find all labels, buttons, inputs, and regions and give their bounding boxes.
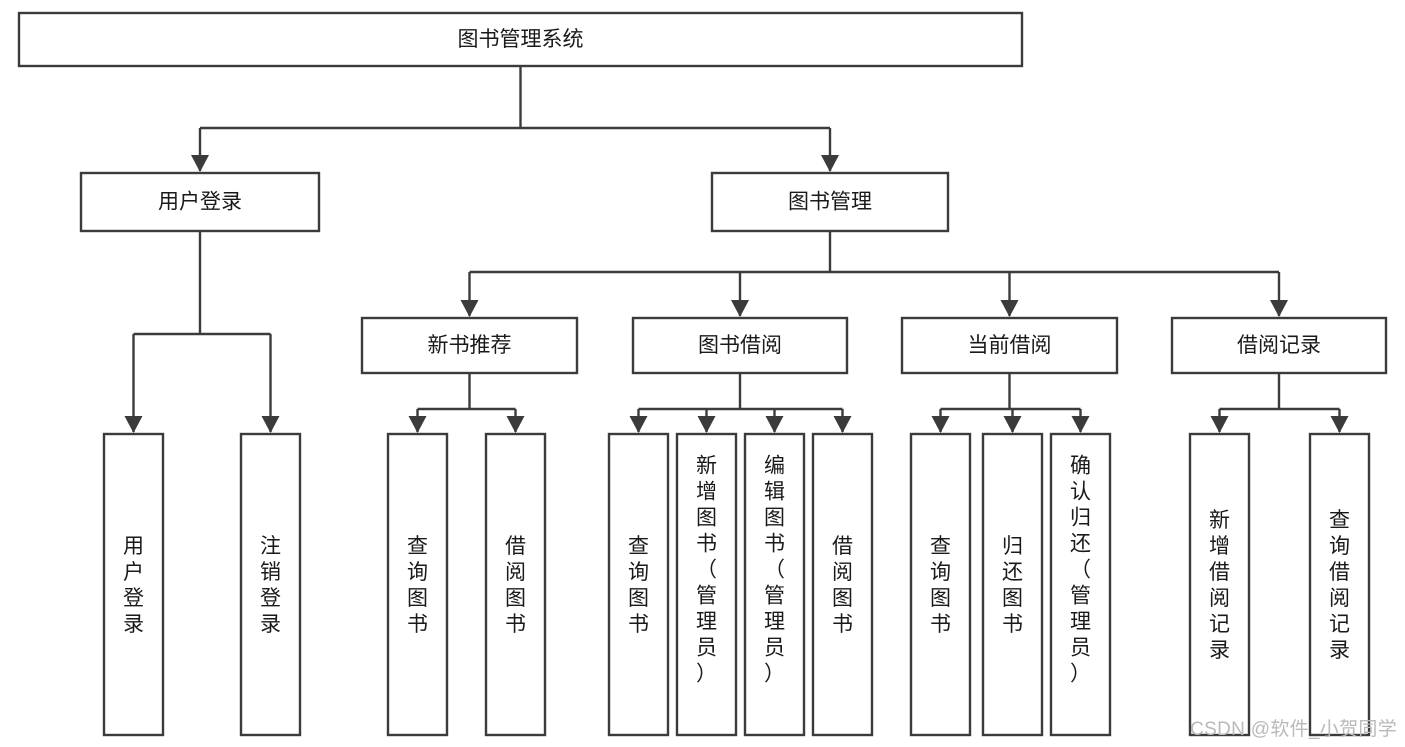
node-label-leaf-borrow-book-2: 借阅图书 [832, 535, 853, 636]
edge-group-book-manage [460, 231, 1288, 317]
node-leaf-query-book-2[interactable]: 查询图书 [607, 432, 670, 737]
node-label-leaf-add-record: 新增借阅记录 [1209, 509, 1230, 662]
node-box-leaf-edit-book [743, 432, 806, 737]
node-label-user-login: 用户登录 [158, 191, 242, 214]
node-box-leaf-query-book-1 [386, 432, 449, 737]
edge-group-root [191, 66, 839, 172]
node-label-leaf-logout: 注销登录 [260, 535, 281, 636]
arrow-head-icon [1003, 416, 1022, 433]
node-label-new-book-rec: 新书推荐 [428, 334, 512, 357]
node-new-book-rec[interactable]: 新书推荐 [360, 316, 579, 375]
watermark-text: CSDN @软件_小贺同学 [1190, 719, 1397, 740]
node-box-user-login [79, 171, 321, 233]
arrow-head-icon [261, 416, 280, 433]
node-box-book-manage [710, 171, 950, 233]
node-borrow-record[interactable]: 借阅记录 [1170, 316, 1388, 375]
arrow-head-icon [1210, 416, 1229, 433]
node-leaf-logout[interactable]: 注销登录 [239, 432, 302, 737]
node-box-current-borrow [900, 316, 1119, 375]
node-box-book-borrow [631, 316, 849, 375]
arrow-head-icon [629, 416, 648, 433]
arrow-head-icon [697, 416, 716, 433]
node-label-leaf-add-book: 新增图书（管理员） [696, 454, 717, 685]
edge-group-new-book-rec [408, 373, 525, 433]
node-leaf-user-login[interactable]: 用户登录 [102, 432, 165, 737]
node-label-leaf-return-book: 归还图书 [1002, 535, 1023, 636]
node-book-manage[interactable]: 图书管理 [710, 171, 950, 233]
arrow-head-icon [408, 416, 427, 433]
arrow-head-icon [731, 300, 749, 317]
node-root[interactable]: 图书管理系统 [17, 11, 1024, 68]
edges-layer [124, 66, 1349, 433]
arrow-head-icon [1270, 300, 1288, 317]
node-leaf-query-book-3[interactable]: 查询图书 [909, 432, 972, 737]
arrow-head-icon [506, 416, 525, 433]
arrow-head-icon [765, 416, 784, 433]
arrow-head-icon [821, 155, 839, 172]
nodes-layer: 图书管理系统用户登录图书管理新书推荐图书借阅当前借阅借阅记录用户登录注销登录查询… [17, 11, 1388, 737]
node-leaf-query-record[interactable]: 查询借阅记录 [1308, 432, 1371, 737]
node-label-leaf-user-login: 用户登录 [123, 535, 144, 636]
node-label-leaf-query-record: 查询借阅记录 [1329, 509, 1350, 662]
node-box-leaf-confirm-return [1049, 432, 1112, 737]
node-book-borrow[interactable]: 图书借阅 [631, 316, 849, 375]
node-label-leaf-confirm-return: 确认归还（管理员） [1070, 454, 1091, 685]
node-box-leaf-query-book-2 [607, 432, 670, 737]
edge-group-user-login [124, 231, 280, 433]
edge-group-borrow-record [1210, 373, 1349, 433]
node-leaf-return-book[interactable]: 归还图书 [981, 432, 1044, 737]
arrow-head-icon [1000, 300, 1019, 317]
node-box-leaf-user-login [102, 432, 165, 737]
node-current-borrow[interactable]: 当前借阅 [900, 316, 1119, 375]
arrow-head-icon [1330, 416, 1349, 433]
node-label-borrow-record: 借阅记录 [1237, 334, 1321, 357]
node-label-root: 图书管理系统 [458, 28, 584, 51]
node-leaf-borrow-book-1[interactable]: 借阅图书 [484, 432, 547, 737]
node-box-leaf-query-book-3 [909, 432, 972, 737]
node-box-leaf-return-book [981, 432, 1044, 737]
node-box-leaf-query-record [1308, 432, 1371, 737]
node-leaf-add-record[interactable]: 新增借阅记录 [1188, 432, 1251, 737]
arrow-head-icon [931, 416, 950, 433]
node-leaf-confirm-return[interactable]: 确认归还（管理员） [1049, 432, 1112, 737]
node-label-book-borrow: 图书借阅 [698, 334, 782, 357]
node-box-leaf-add-record [1188, 432, 1251, 737]
node-leaf-edit-book[interactable]: 编辑图书（管理员） [743, 432, 806, 737]
node-label-current-borrow: 当前借阅 [968, 334, 1052, 357]
node-box-leaf-borrow-book-2 [811, 432, 874, 737]
node-label-leaf-borrow-book-1: 借阅图书 [505, 535, 526, 636]
arrow-head-icon [833, 416, 852, 433]
edge-group-current-borrow [931, 373, 1090, 433]
node-label-leaf-query-book-3: 查询图书 [930, 535, 951, 636]
node-box-leaf-borrow-book-1 [484, 432, 547, 737]
node-box-leaf-logout [239, 432, 302, 737]
node-label-leaf-query-book-1: 查询图书 [407, 535, 428, 636]
node-leaf-borrow-book-2[interactable]: 借阅图书 [811, 432, 874, 737]
node-leaf-query-book-1[interactable]: 查询图书 [386, 432, 449, 737]
node-box-leaf-add-book [675, 432, 738, 737]
node-label-leaf-edit-book: 编辑图书（管理员） [764, 454, 785, 685]
arrow-head-icon [1071, 416, 1090, 433]
node-box-borrow-record [1170, 316, 1388, 375]
node-label-leaf-query-book-2: 查询图书 [628, 535, 649, 636]
edge-group-book-borrow [629, 373, 852, 433]
node-box-new-book-rec [360, 316, 579, 375]
node-user-login[interactable]: 用户登录 [79, 171, 321, 233]
arrow-head-icon [460, 300, 479, 317]
node-label-book-manage: 图书管理 [788, 191, 872, 214]
node-box-root [17, 11, 1024, 68]
arrow-head-icon [124, 416, 143, 433]
arrow-head-icon [191, 155, 209, 172]
node-leaf-add-book[interactable]: 新增图书（管理员） [675, 432, 738, 737]
